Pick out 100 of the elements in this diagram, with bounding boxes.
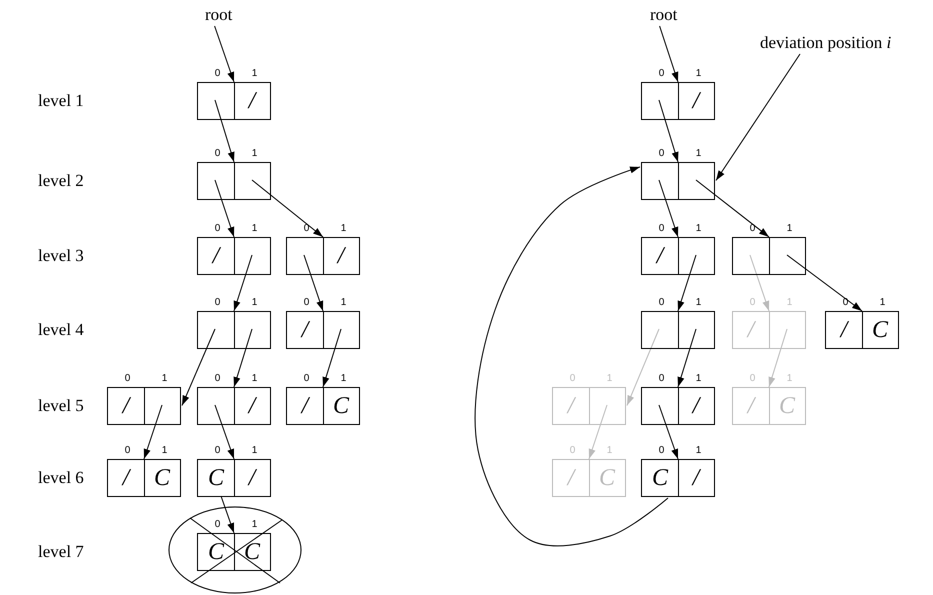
level-label: level 2 bbox=[38, 171, 84, 191]
bit-label: 0 bbox=[124, 445, 132, 457]
trie-cell: / bbox=[323, 237, 360, 275]
bit-label: 0 bbox=[214, 68, 222, 80]
level-label: level 3 bbox=[38, 246, 84, 266]
bit-label: 1 bbox=[250, 519, 258, 531]
trie-cell: C bbox=[641, 459, 679, 497]
pointer-label: root bbox=[205, 5, 232, 25]
trie-cell: C bbox=[589, 459, 626, 497]
trie-cell bbox=[641, 387, 679, 425]
trie-cell: / bbox=[825, 311, 863, 349]
arrow bbox=[659, 26, 678, 82]
trie-cell bbox=[678, 311, 715, 349]
trie-cell: / bbox=[197, 237, 235, 275]
trie-cell bbox=[197, 387, 235, 425]
trie-cell: / bbox=[552, 387, 590, 425]
bit-label: 0 bbox=[658, 148, 666, 160]
bit-label: 0 bbox=[214, 148, 222, 160]
arrow bbox=[322, 328, 342, 388]
arrow bbox=[658, 100, 678, 162]
trie-cell: / bbox=[678, 387, 715, 425]
bit-label: 0 bbox=[124, 373, 132, 385]
bit-label: 0 bbox=[214, 373, 222, 385]
bit-label: 1 bbox=[786, 223, 794, 235]
bit-label: 0 bbox=[302, 373, 310, 385]
bit-label: 1 bbox=[694, 68, 702, 80]
arrow bbox=[626, 328, 660, 406]
bit-label: 1 bbox=[606, 445, 614, 457]
trie-cell bbox=[286, 237, 324, 275]
trie-cell: C bbox=[144, 459, 181, 497]
level-label: level 5 bbox=[38, 396, 84, 416]
level-label: level 4 bbox=[38, 320, 84, 340]
trie-cell bbox=[732, 237, 770, 275]
level-label: level 7 bbox=[38, 542, 84, 562]
arrow bbox=[252, 180, 324, 238]
level-label: level 6 bbox=[38, 468, 84, 488]
pointer-label: root bbox=[650, 5, 678, 25]
trie-cell bbox=[197, 162, 235, 200]
trie-cell bbox=[323, 311, 360, 349]
arrow bbox=[214, 404, 234, 460]
trie-cell: / bbox=[234, 459, 271, 497]
trie-cell bbox=[197, 82, 235, 120]
trie-cell: / bbox=[107, 387, 145, 425]
arrow bbox=[182, 328, 216, 406]
bit-label: 1 bbox=[694, 297, 702, 309]
bit-label: 1 bbox=[250, 68, 258, 80]
trie-cell bbox=[769, 237, 806, 275]
bit-label: 1 bbox=[250, 297, 258, 309]
arrow bbox=[750, 254, 770, 312]
trie-cell: / bbox=[234, 82, 271, 120]
trie-cell: C bbox=[862, 311, 899, 349]
arrow bbox=[234, 328, 252, 388]
trie-cell bbox=[234, 311, 271, 349]
trie-cell bbox=[641, 162, 679, 200]
trie-cell bbox=[234, 162, 271, 200]
arrow bbox=[214, 180, 234, 238]
bit-label: 0 bbox=[568, 445, 576, 457]
bit-label: 1 bbox=[694, 148, 702, 160]
trie-cell: / bbox=[732, 387, 770, 425]
bit-label: 1 bbox=[786, 373, 794, 385]
trie-cell bbox=[144, 387, 181, 425]
bit-label: 0 bbox=[658, 297, 666, 309]
bit-label: 0 bbox=[658, 373, 666, 385]
trie-cell: / bbox=[732, 311, 770, 349]
arrow bbox=[696, 180, 770, 238]
bit-label: 1 bbox=[250, 223, 258, 235]
bit-label: 0 bbox=[214, 297, 222, 309]
arrow bbox=[220, 496, 234, 534]
bit-label: 1 bbox=[250, 373, 258, 385]
bit-label: 0 bbox=[214, 445, 222, 457]
trie-cell bbox=[234, 237, 271, 275]
arrow bbox=[716, 54, 800, 181]
arrow bbox=[678, 328, 696, 388]
arrow bbox=[144, 404, 162, 460]
trie-cell: / bbox=[641, 237, 679, 275]
arrow bbox=[678, 254, 696, 312]
bit-label: 1 bbox=[694, 373, 702, 385]
pointer-label: deviation position i bbox=[760, 33, 892, 53]
bit-label: 1 bbox=[160, 373, 168, 385]
trie-cell bbox=[678, 237, 715, 275]
arrow bbox=[658, 180, 678, 238]
bit-label: 1 bbox=[694, 445, 702, 457]
trie-cell: C bbox=[234, 533, 271, 571]
trie-cell bbox=[197, 311, 235, 349]
arrow bbox=[768, 328, 788, 388]
trie-cell bbox=[641, 82, 679, 120]
trie-cell bbox=[589, 387, 626, 425]
trie-cell: / bbox=[552, 459, 590, 497]
trie-cell: / bbox=[678, 82, 715, 120]
trie-cell: / bbox=[286, 387, 324, 425]
bit-label: 1 bbox=[160, 445, 168, 457]
trie-cell: / bbox=[678, 459, 715, 497]
arrow bbox=[588, 404, 608, 460]
arrow bbox=[234, 254, 252, 312]
arrow bbox=[214, 100, 234, 162]
trie-cell bbox=[678, 162, 715, 200]
bit-label: 1 bbox=[340, 297, 348, 309]
arrow bbox=[786, 254, 862, 312]
bit-label: 1 bbox=[250, 148, 258, 160]
bit-label: 0 bbox=[658, 68, 666, 80]
